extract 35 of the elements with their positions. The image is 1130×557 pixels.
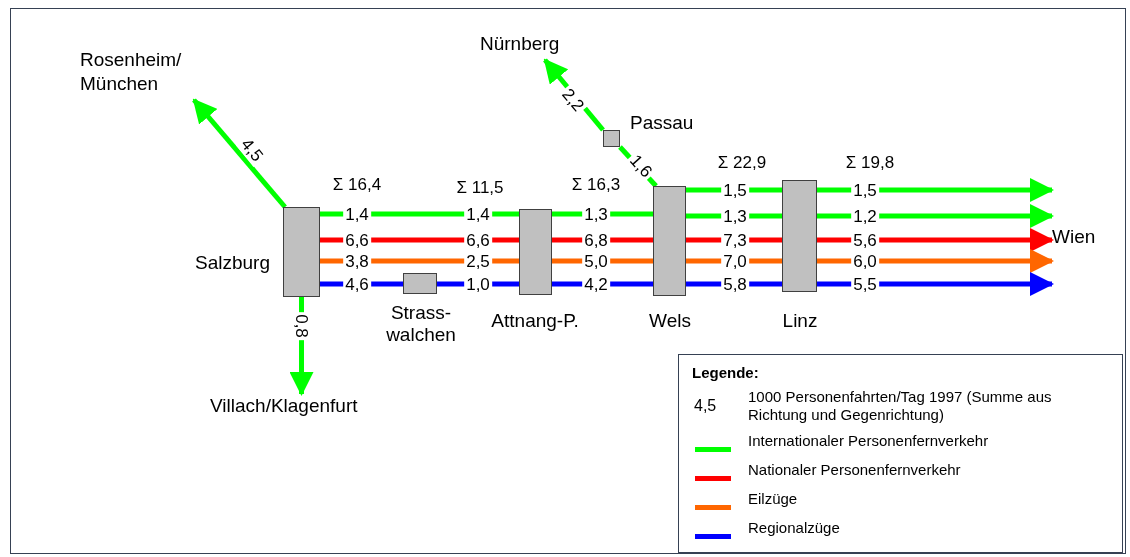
- sum-label: Σ 11,5: [456, 177, 504, 197]
- station-box: [603, 130, 620, 147]
- destination-label: Nürnberg: [480, 32, 586, 56]
- sum-label: Σ 16,3: [571, 174, 621, 194]
- station-name: Wels: [648, 310, 692, 332]
- station-name: Strass-walchen: [385, 302, 457, 346]
- destination-label: Wien: [1052, 225, 1108, 249]
- station-name: Linz: [781, 310, 819, 332]
- flow-arrow: [817, 178, 1054, 202]
- flow-arrow: [817, 204, 1054, 228]
- legend-text: Regionalzüge: [748, 519, 840, 537]
- legend-text: Nationaler Personenfernverkehr: [748, 461, 961, 479]
- station-box: [283, 207, 320, 297]
- station-name: Salzburg: [194, 252, 270, 274]
- destination-label: Villach/Klagenfurt: [210, 394, 390, 418]
- legend-key: 4,5: [694, 394, 717, 418]
- sum-label: Σ 22,9: [717, 152, 767, 172]
- station-box: [519, 209, 552, 295]
- destination-label: Rosenheim/ München: [80, 48, 198, 96]
- station-name: Passau: [630, 112, 695, 134]
- flow-arrow: [192, 98, 287, 209]
- station-box: [403, 273, 437, 294]
- edge-label: 0,8: [291, 312, 311, 340]
- legend-text: Eilzüge: [748, 490, 798, 508]
- sum-label: Σ 19,8: [845, 152, 895, 172]
- legend-note: 1000 Personenfahrten/Tag 1997 (Summe aus Richtung und Gegenrichtung): [748, 388, 1053, 424]
- legend-text: Internationaler Personenfernverkehr: [748, 432, 989, 450]
- sum-label: Σ 16,4: [332, 174, 382, 194]
- flow-arrow: [817, 272, 1054, 296]
- station-name: Attnang-P.: [490, 310, 580, 332]
- flow-arrow: [817, 249, 1054, 273]
- flow-arrow: [817, 228, 1054, 252]
- station-box: [653, 186, 686, 296]
- station-box: [782, 180, 817, 292]
- legend-title: Legende:: [692, 363, 759, 383]
